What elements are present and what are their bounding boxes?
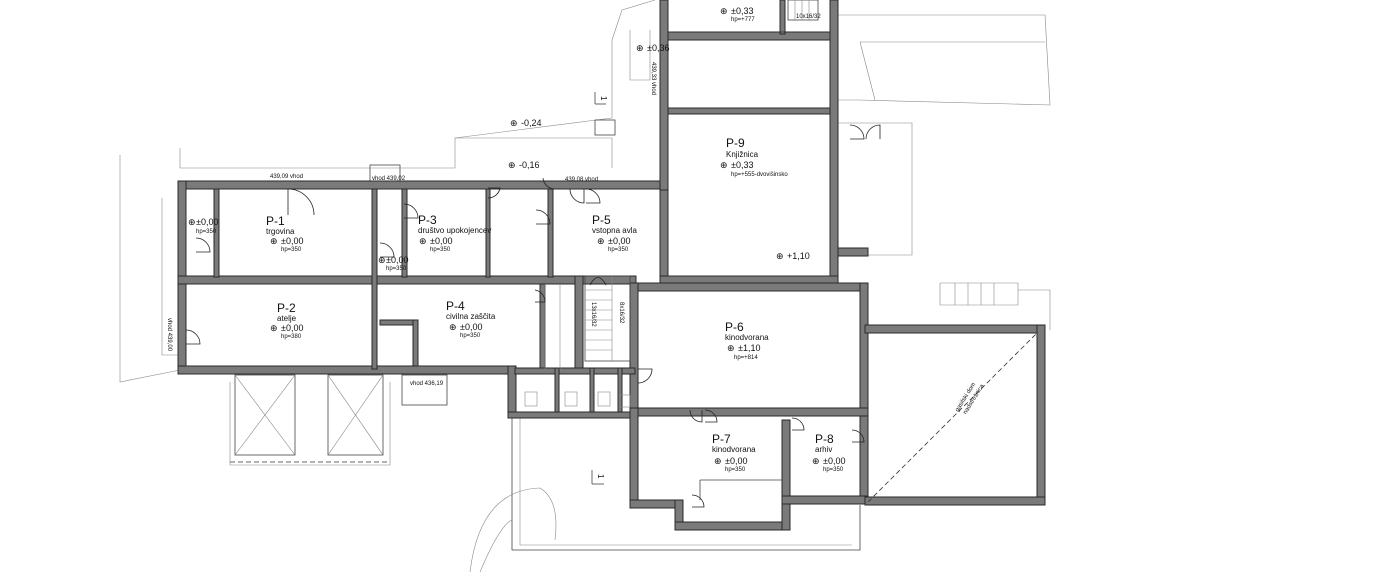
elevation-hp: hp=350	[386, 266, 407, 272]
room-height: hp=350	[725, 467, 746, 473]
entrance-label: 439,09 vhod	[270, 174, 303, 180]
elevation-label: +1,10	[787, 251, 810, 261]
room-height: hp=350	[823, 467, 844, 473]
site-outlines	[119, 0, 1051, 572]
room-name: civilna zaščita	[446, 312, 496, 321]
room-name: atelje	[277, 314, 297, 323]
room-height: hp=350	[430, 247, 451, 253]
level-marker-icon: ⊕	[270, 324, 278, 334]
elevation-label: -0,24	[521, 118, 542, 128]
room-height: hp=350	[460, 333, 481, 339]
spot-elevations: ⊕ ±0,33 hp=+777 ⊕ ±0,36 ⊕ -0,24 ⊕ -0,16 …	[188, 6, 810, 272]
room-code: P-6	[725, 320, 744, 334]
level-marker-icon: ⊕	[812, 457, 820, 467]
room-level: ±0,00	[281, 236, 303, 246]
level-marker-icon: ⊕	[188, 218, 196, 228]
level-marker-icon: ⊕	[508, 161, 516, 171]
level-marker-icon: ⊕	[714, 457, 722, 467]
room-p9: P-9 Knjižnica ⊕ ±0,33 hp=+555-dvovišinsk…	[720, 136, 788, 178]
room-p7: P-7 kinodvorana ⊕ ±0,00 hp=350	[712, 432, 756, 473]
room-height: hp=380	[281, 334, 302, 340]
room-p1: P-1 trgovina ⊕ ±0,00 hp=350	[266, 214, 303, 253]
elevation-label: ±0,36	[647, 43, 669, 53]
level-marker-icon: ⊕	[378, 256, 386, 266]
room-name: trgovina	[266, 227, 295, 236]
room-name: Knjižnica	[726, 150, 759, 159]
room-level: ±0,00	[823, 456, 845, 466]
level-marker-icon: ⊕	[720, 7, 728, 17]
stairs: 13x16/32 8x16/32 10x16/32	[590, 14, 821, 327]
interior-details	[524, 0, 1038, 503]
level-marker-icon: ⊕	[449, 323, 457, 333]
room-height: hp=350	[608, 247, 629, 253]
level-marker-icon: ⊕	[597, 237, 605, 247]
entrances: 439,09 vhod vhod 439,02 439,08 vhod vhod…	[166, 62, 656, 387]
level-marker-icon: ⊕	[419, 237, 427, 247]
room-name: arhiv	[815, 445, 832, 454]
room-code: P-2	[277, 301, 296, 315]
elevation-top-room: ±0,33	[731, 6, 753, 16]
stair-label: 13x16/32	[590, 302, 596, 327]
elevation-label: ±0,00	[386, 255, 408, 265]
room-code: P-5	[592, 213, 611, 227]
room-p8: P-8 arhiv ⊕ ±0,00 hp=350	[812, 432, 845, 473]
level-marker-icon: ⊕	[727, 344, 735, 354]
room-p2: P-2 atelje ⊕ ±0,00 hp=380	[270, 301, 303, 340]
room-code: P-9	[726, 136, 745, 150]
stair-label: 8x16/32	[618, 302, 624, 324]
neighbour-building: gasilski dom nadstrešnica	[955, 382, 986, 416]
room-level: ±0,00	[281, 323, 303, 333]
level-marker-icon: ⊕	[510, 119, 518, 129]
room-level: ±0,00	[430, 236, 452, 246]
entrance-label: 439,33 vhod	[650, 62, 656, 95]
room-p4: P-4 civilna zaščita ⊕ ±0,00 hp=350	[446, 299, 496, 339]
level-marker-icon: ⊕	[636, 44, 644, 54]
room-code: P-1	[266, 214, 285, 228]
room-name: kinodvorana	[725, 333, 769, 342]
room-code: P-3	[418, 213, 437, 227]
entrance-label: vhod 439,00	[166, 318, 172, 352]
room-height: hp=350	[281, 247, 302, 253]
entrance-label: 439,08 vhod	[565, 177, 598, 183]
room-p5: P-5 vstopna avla ⊕ ±0,00 hp=350	[592, 213, 637, 253]
room-name: kinodvorana	[712, 445, 756, 454]
section-mark: 1	[596, 474, 605, 479]
level-marker-icon: ⊕	[776, 252, 784, 262]
room-code: P-4	[446, 299, 465, 313]
section-mark: 1	[599, 96, 608, 101]
room-name: vstopna avla	[592, 226, 637, 235]
room-height: hp=+555-dvovišinsko	[731, 172, 788, 178]
room-height: hp=+814	[734, 355, 758, 361]
section-marks: 1 1	[591, 92, 608, 485]
room-level: ±1,10	[738, 343, 760, 353]
walls	[177, 0, 1046, 531]
room-level: ±0,00	[725, 456, 747, 466]
room-p3: P-3 društvo upokojencev ⊕ ±0,00 hp=350	[418, 213, 491, 253]
room-p6: P-6 kinodvorana ⊕ ±1,10 hp=+814	[725, 320, 769, 361]
doors	[185, 124, 881, 508]
room-code: P-8	[815, 432, 834, 446]
entrance-label: vhod 439,02	[372, 176, 406, 182]
entrance-label: vhod 436,19	[410, 381, 444, 387]
elevation-label: ±0,00	[196, 217, 218, 227]
elevation-label: -0,16	[519, 160, 540, 170]
room-level: ±0,00	[608, 236, 630, 246]
level-marker-icon: ⊕	[270, 237, 278, 247]
room-code: P-7	[712, 432, 731, 446]
room-level: ±0,00	[460, 322, 482, 332]
elevation-hp: hp=350	[196, 229, 217, 235]
elevation-top-room-hp: hp=+777	[731, 17, 755, 23]
stair-label: 10x16/32	[796, 14, 821, 20]
room-level: ±0,33	[731, 160, 753, 170]
level-marker-icon: ⊕	[720, 161, 728, 171]
room-name: društvo upokojencev	[418, 226, 491, 235]
